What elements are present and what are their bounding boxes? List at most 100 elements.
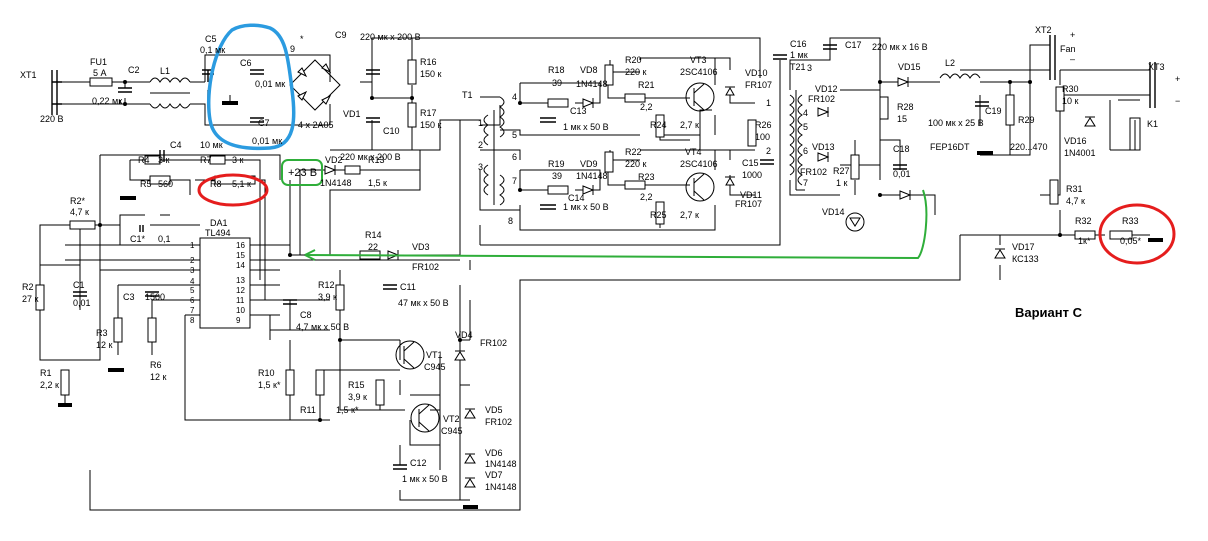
- label-da-13: 13: [236, 276, 245, 285]
- label-r13: R13: [368, 155, 385, 165]
- component-labels: XT1 220 В FU1 5 А C2 0,22 мк L1 C5 0,1 м…: [20, 25, 1180, 492]
- label-vd12-v: FR102: [808, 94, 835, 104]
- label-vt3: VT3: [690, 55, 707, 65]
- label-r20-v: 220 к: [625, 67, 647, 77]
- label-r7-v: 3 к: [232, 155, 244, 165]
- label-vd5-v: FR102: [485, 417, 512, 427]
- label-c11: C11: [400, 282, 416, 292]
- label-variant: Вариант С: [1015, 305, 1083, 320]
- label-r13-v: 1,5 к: [368, 178, 387, 188]
- label-k1: K1: [1147, 119, 1158, 129]
- label-c4-v: 10 мк: [200, 140, 223, 150]
- label-vt1-v: C945: [424, 362, 446, 372]
- red-highlight-r8: [197, 173, 269, 207]
- label-r14-v: 22: [368, 242, 378, 252]
- label-t21-1: 1: [766, 98, 771, 108]
- label-vd8-v: 1N4148: [576, 79, 608, 89]
- label-minus: –: [1070, 54, 1075, 64]
- label-r33: R33: [1122, 216, 1139, 226]
- label-r21: R21: [638, 80, 655, 90]
- label-r11: R11: [300, 405, 316, 415]
- label-vd6: VD6: [485, 448, 503, 458]
- label-t21-3: 3: [807, 63, 812, 73]
- label-vd5: VD5: [485, 405, 503, 415]
- capacitors: [73, 44, 989, 470]
- label-plus: +: [1070, 30, 1075, 40]
- label-da-10: 10: [236, 306, 245, 315]
- label-c16-v: 1 мк: [790, 50, 808, 60]
- label-star: *: [300, 34, 304, 44]
- label-t1-5: 5: [512, 130, 517, 140]
- label-c13: C13: [570, 106, 587, 116]
- label-r2: R2: [22, 282, 34, 292]
- label-t21-4: 4: [803, 108, 808, 118]
- label-da1-v: TL494: [205, 228, 231, 238]
- label-r24: R24: [650, 120, 667, 130]
- label-r3-v: 12 к: [96, 340, 113, 350]
- label-vd11: VD11: [740, 190, 762, 200]
- label-c5-v: 0,1 мк: [200, 45, 225, 55]
- label-l1: L1: [160, 66, 170, 76]
- label-r33-v: 0,05*: [1120, 236, 1142, 246]
- label-da-8: 8: [190, 316, 195, 325]
- magnetics: [149, 73, 981, 206]
- label-da-7: 7: [190, 306, 195, 315]
- label-fu1-v: 5 А: [93, 68, 107, 78]
- label-vd4: VD4: [455, 330, 473, 340]
- label-t21-2: 2: [766, 146, 771, 156]
- label-r29-v: 220...470: [1010, 142, 1048, 152]
- label-r10: R10: [258, 368, 275, 378]
- label-vd11-v: FR107: [735, 199, 762, 209]
- label-r27-v: 1 к: [836, 178, 848, 188]
- label-t1-4: 4: [512, 92, 517, 102]
- label-c4: C4: [170, 140, 182, 150]
- label-r31: R31: [1066, 184, 1083, 194]
- label-t1-1: 1: [478, 118, 483, 128]
- label-vd2: VD2: [325, 155, 343, 165]
- green-highlight-trace: [304, 189, 928, 260]
- label-t1-6: 6: [512, 152, 517, 162]
- ground-symbols: [58, 95, 1163, 509]
- label-c12-v: 1 мк x 50 В: [402, 474, 448, 484]
- label-vd10-v: FR107: [745, 80, 772, 90]
- label-r30: R30: [1062, 84, 1079, 94]
- label-c10-v: 220 мк x 200 В: [340, 152, 401, 162]
- label-vd3-v: FR102: [412, 262, 439, 272]
- label-r7: R7: [200, 155, 212, 165]
- label-r26: R26: [755, 120, 772, 130]
- label-r23: R23: [638, 172, 655, 182]
- label-r2s-v: 4,7 к: [70, 207, 89, 217]
- label-vd9: VD9: [580, 159, 598, 169]
- label-fep: FEP16DT: [930, 142, 970, 152]
- label-c7: C7: [258, 118, 270, 128]
- label-r6-v: 12 к: [150, 372, 167, 382]
- label-vd12: VD12: [815, 84, 838, 94]
- label-r10-v: 1,5 к*: [258, 380, 281, 390]
- label-da-11: 11: [236, 296, 245, 305]
- label-vt2-v: C945: [441, 426, 463, 436]
- label-xt1-v: 220 В: [40, 114, 64, 124]
- label-l2: L2: [945, 58, 955, 68]
- label-vt4-v: 2SC4106: [680, 159, 718, 169]
- label-c17-v: 220 мк x 16 В: [872, 42, 928, 52]
- label-vd7-v: 1N4148: [485, 482, 517, 492]
- label-c11-v: 47 мк x 50 В: [398, 298, 449, 308]
- label-c18: C18: [893, 144, 910, 154]
- label-vt3-v: 2SC4106: [680, 67, 718, 77]
- label-r8-v: 5,1 к: [232, 179, 251, 189]
- label-r18-v: 39: [552, 78, 562, 88]
- label-r26-v: 100: [755, 132, 770, 142]
- label-da-9: 9: [236, 316, 241, 325]
- label-r27: R27: [833, 166, 850, 176]
- label-vd6-v: 1N4148: [485, 459, 517, 469]
- tl494-chip: [199, 99, 1141, 329]
- label-t21-5: 5: [803, 122, 808, 132]
- label-da-2: 2: [190, 256, 195, 265]
- label-rt9: 9: [290, 44, 295, 54]
- label-t1-3: 3: [478, 162, 483, 172]
- label-r1-v: 2,2 к: [40, 380, 59, 390]
- label-vd13: VD13: [812, 142, 835, 152]
- label-r25: R25: [650, 210, 667, 220]
- label-c8: C8: [300, 310, 312, 320]
